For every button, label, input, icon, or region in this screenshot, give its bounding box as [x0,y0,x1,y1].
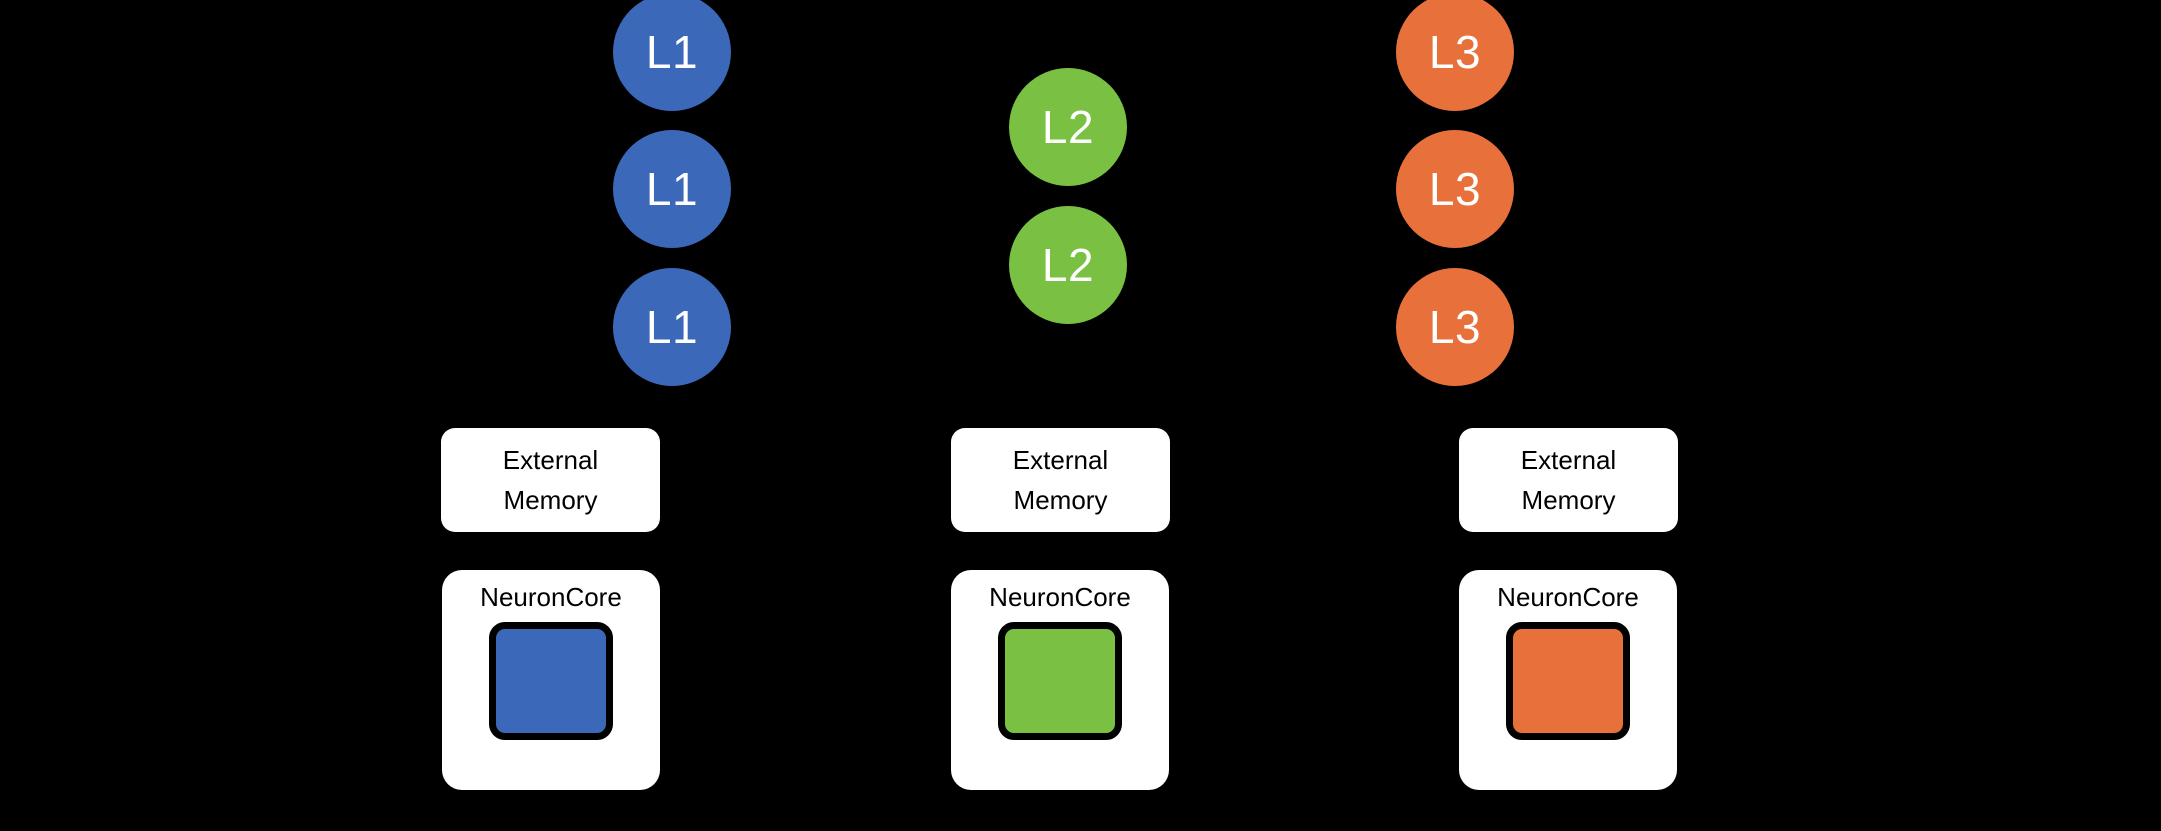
neuroncore-chip[interactable] [998,622,1122,740]
neuroncore-label: NeuronCore [989,582,1131,612]
external-memory-label-line2: Memory [503,485,598,515]
layer-node-l1[interactable]: L1 [613,0,731,111]
layer-node-label: L3 [1428,163,1482,215]
layer-node-l2[interactable]: L2 [1009,68,1127,186]
layer-node-l1[interactable]: L1 [613,268,731,386]
layer-node-label: L1 [645,163,699,215]
layer-node-l3[interactable]: L3 [1396,268,1514,386]
external-memory-label-line1: External [502,444,599,475]
layer-node-l1[interactable]: L1 [613,130,731,248]
neuroncore-label: NeuronCore [1497,582,1639,612]
neuroncore-box[interactable]: NeuronCore [442,570,660,790]
layer-node-label: L2 [1041,101,1095,153]
neuroncore-label: NeuronCore [480,582,622,612]
layer-node-label: L1 [645,301,699,353]
external-memory-label-line1: External [1012,444,1109,475]
neuroncore-box[interactable]: NeuronCore [1459,570,1677,790]
external-memory-label-line2: Memory [1521,485,1616,515]
neuroncore-chip[interactable] [1506,622,1630,740]
layer-node-label: L2 [1041,239,1095,291]
neuroncore-box[interactable]: NeuronCore [951,570,1169,790]
layer-node-l3[interactable]: L3 [1396,0,1514,111]
layer-node-label: L3 [1428,26,1482,78]
neuroncore-chip[interactable] [489,622,613,740]
layer-node-label: L1 [645,26,699,78]
external-memory-label-line2: Memory [1013,485,1108,515]
layer-node-l3[interactable]: L3 [1396,130,1514,248]
external-memory-label-line1: External [1520,444,1617,475]
layer-node-label: L3 [1428,301,1482,353]
layer-node-l2[interactable]: L2 [1009,206,1127,324]
